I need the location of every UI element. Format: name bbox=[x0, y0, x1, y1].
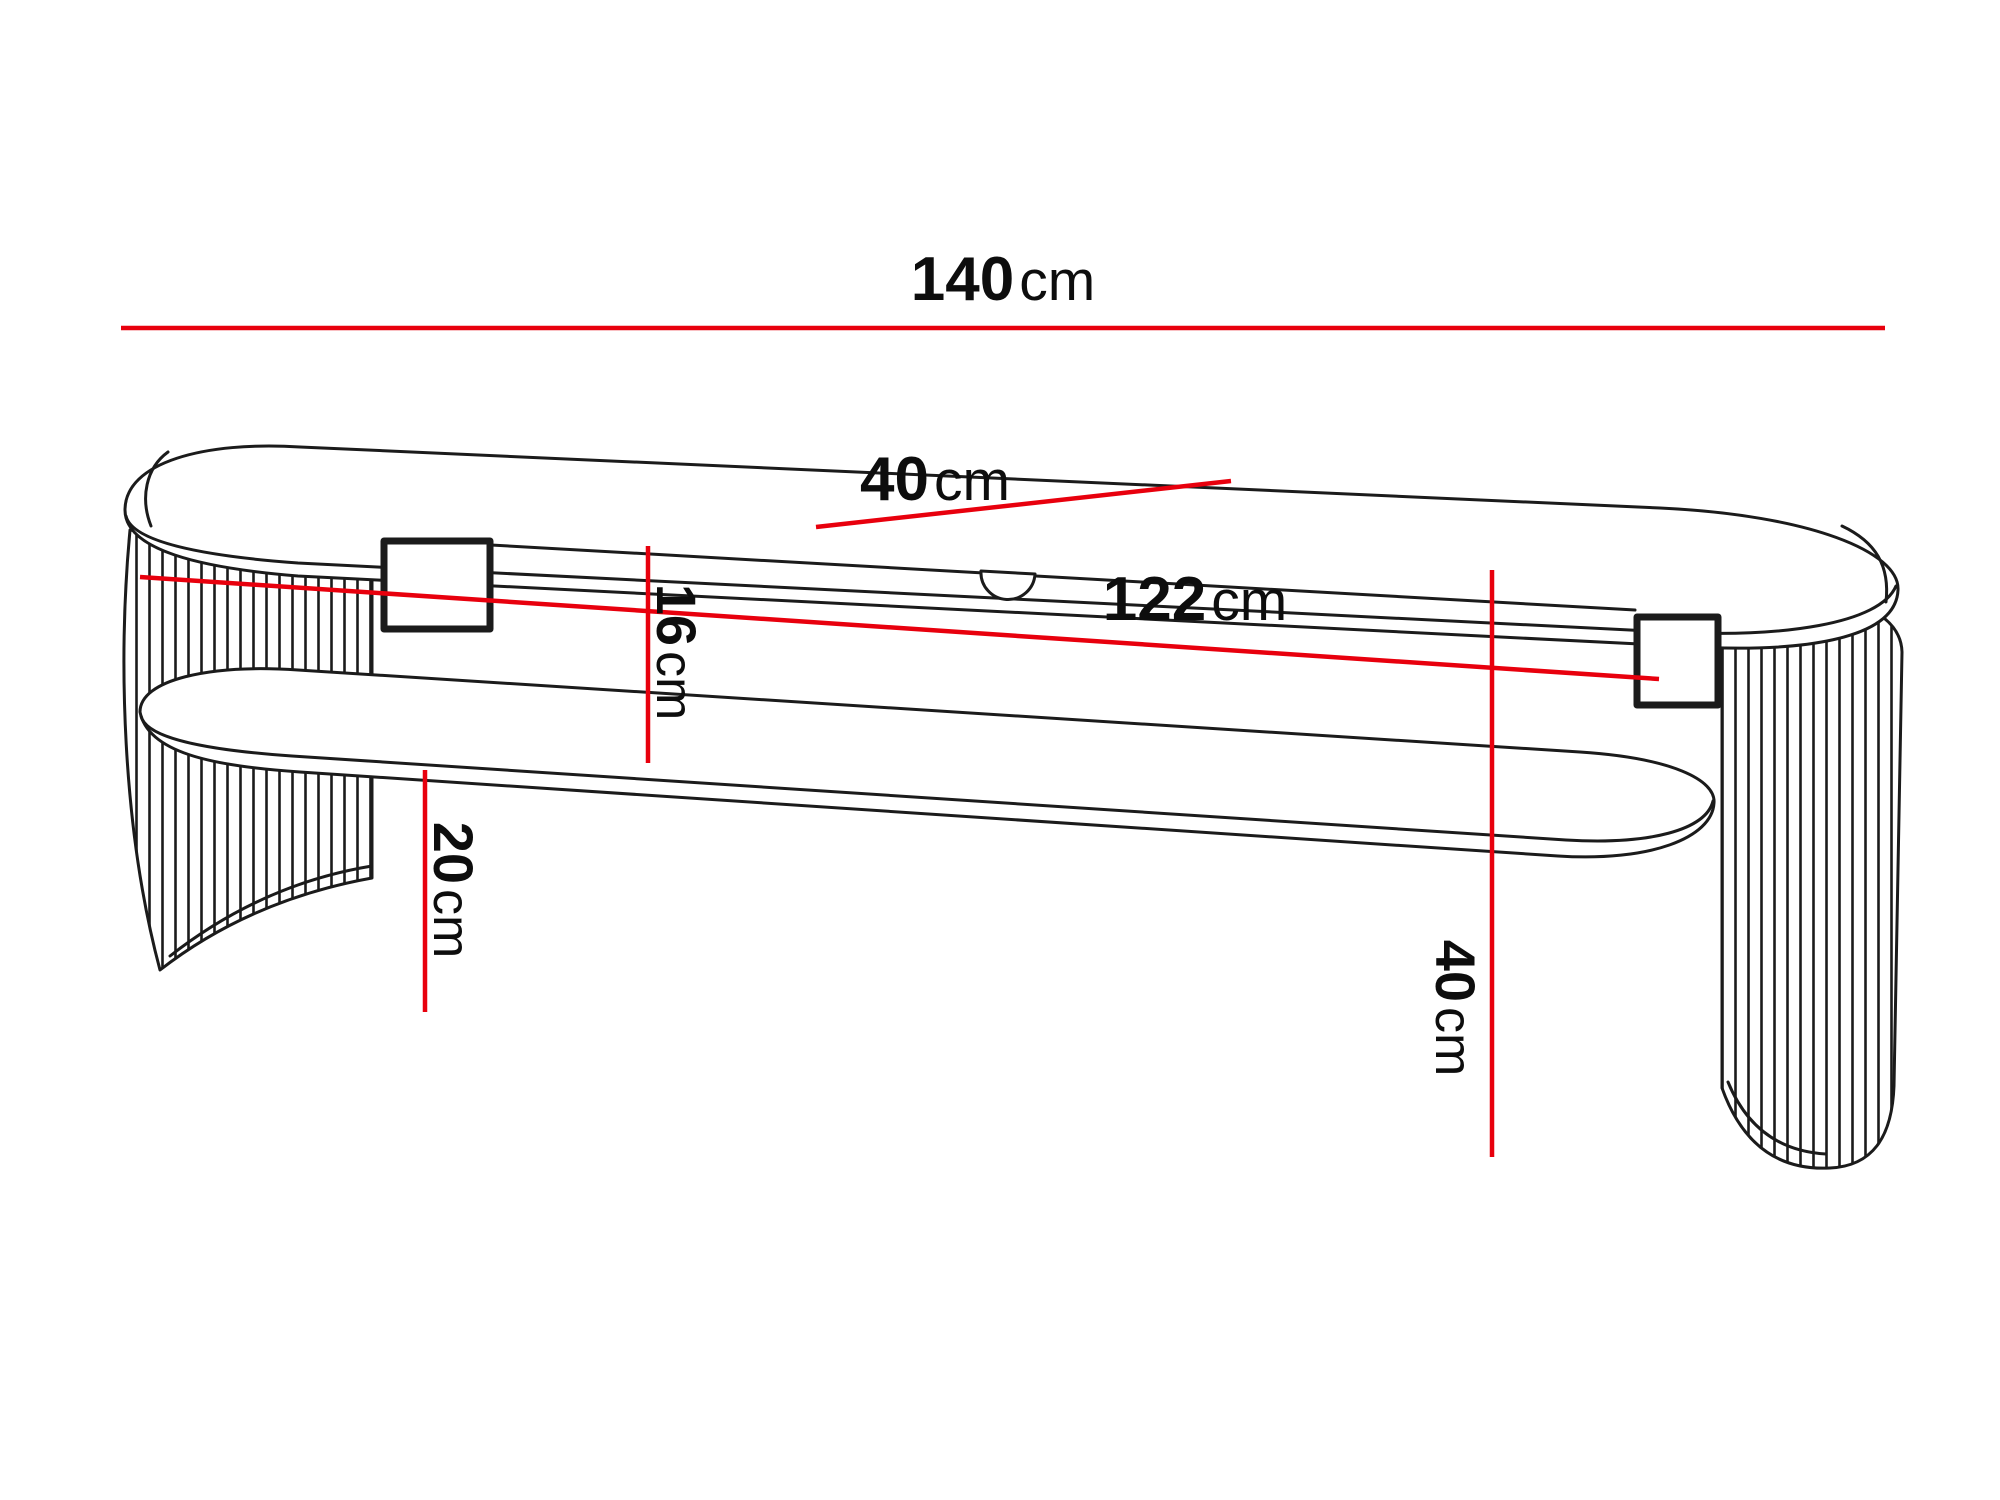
depth-label: 40cm bbox=[860, 445, 1010, 514]
right-leg-fluted-shell bbox=[1720, 583, 1904, 1170]
cable-hole bbox=[979, 569, 1037, 601]
total-height-label: 40cm bbox=[1424, 940, 1487, 1077]
width-label: 140cm bbox=[911, 245, 1095, 314]
right-leg-bottom-rim bbox=[1726, 1080, 1828, 1156]
top-panel-left-end-curve bbox=[144, 450, 170, 528]
dimension-labels: 140cm 40cm 122cm 16cm 20cm 40cm bbox=[422, 245, 1487, 1076]
shelf bbox=[138, 667, 1716, 859]
top-panel-right-end-curve bbox=[1840, 524, 1889, 604]
left-back-opening bbox=[380, 537, 494, 633]
top-panel bbox=[123, 444, 1900, 650]
under-clearance-label: 20cm bbox=[422, 822, 485, 959]
depth-dimension-line bbox=[815, 478, 1232, 530]
niche-width-label: 122cm bbox=[1103, 565, 1287, 634]
niche-height-label: 16cm bbox=[645, 584, 708, 721]
shelf-front-edge bbox=[139, 714, 1715, 843]
back-panel-top-edge bbox=[489, 543, 1637, 612]
right-back-opening bbox=[1633, 613, 1722, 709]
niche-width-dimension-line bbox=[139, 574, 1660, 682]
left-leg-bottom-rim bbox=[168, 864, 374, 958]
dimension-lines bbox=[121, 325, 1885, 1157]
furniture-drawing bbox=[122, 444, 1904, 1170]
